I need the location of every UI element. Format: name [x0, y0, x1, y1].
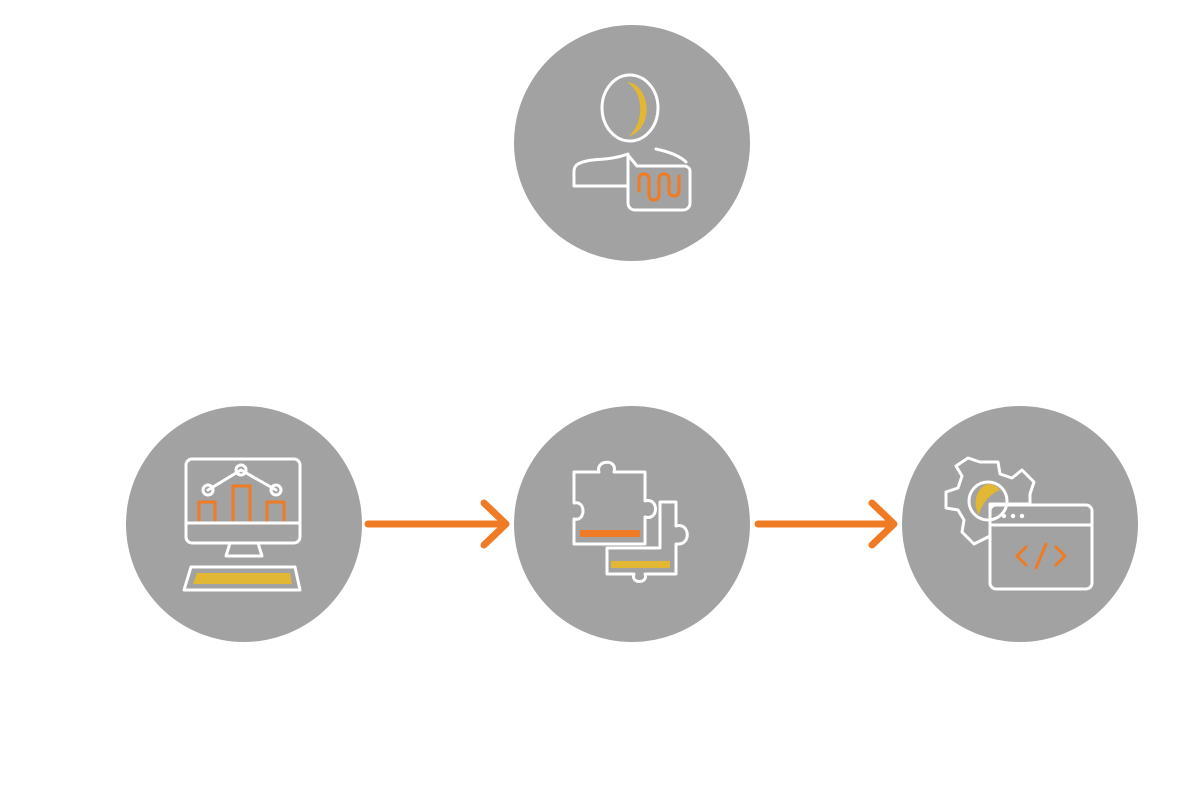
puzzle-pieces-icon: [572, 460, 689, 583]
person-speech-icon: [572, 73, 692, 212]
node-person: [514, 25, 750, 261]
arrow-right-icon: [754, 499, 898, 549]
node-integration-circle: [514, 406, 750, 642]
node-development: [902, 406, 1138, 642]
gear-code-window-icon: [944, 456, 1094, 591]
node-integration: [514, 406, 750, 642]
node-person-circle: [514, 25, 750, 261]
monitor-chart-icon: [182, 457, 302, 592]
arrow-right-icon: [364, 499, 510, 549]
node-analytics: [126, 406, 362, 642]
